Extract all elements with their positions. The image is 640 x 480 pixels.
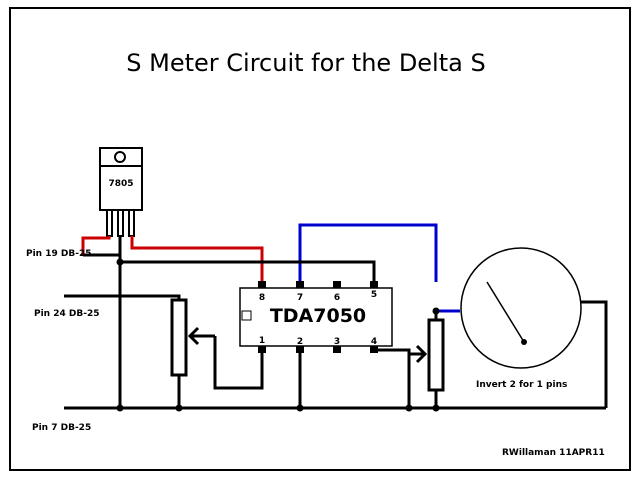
regulator-lead-in <box>106 209 113 237</box>
pot-right-body <box>427 318 445 392</box>
potentiometer-left <box>170 298 215 377</box>
junction-dot <box>432 307 440 315</box>
ic-pin <box>333 346 341 353</box>
ic-pin <box>370 346 378 353</box>
ic-pin <box>258 346 266 353</box>
wire-pin4-ground <box>374 348 411 408</box>
ic-pin-number: 2 <box>297 337 303 347</box>
junction-dot <box>405 404 413 412</box>
label-pin19: Pin 19 DB-25 <box>26 249 91 259</box>
meter-needle <box>486 281 525 343</box>
ic-pin <box>296 346 304 353</box>
ic-notch <box>241 310 252 321</box>
pot-right-arrow <box>415 344 428 364</box>
ic-pin-number: 4 <box>371 337 377 347</box>
diagram-border <box>9 7 631 471</box>
meter-pivot <box>521 339 527 345</box>
label-pin24: Pin 24 DB-25 <box>34 309 99 319</box>
pot-left-body <box>170 298 188 377</box>
label-pin7: Pin 7 DB-25 <box>32 423 91 433</box>
junction-dot <box>116 258 124 266</box>
red-wire-output <box>130 236 264 281</box>
junction-dot <box>116 404 124 412</box>
wire-meter-return <box>580 300 608 408</box>
ic-tda7050: TDA7050 8 7 6 5 1 2 3 4 <box>239 281 393 353</box>
red-wires <box>81 236 264 281</box>
label-credit: RWillaman 11APR11 <box>502 448 605 458</box>
diagram-title: S Meter Circuit for the Delta S <box>126 49 485 77</box>
wire-bus-pin5 <box>120 260 376 282</box>
ic-pin <box>333 281 341 288</box>
ic-pin <box>258 281 266 288</box>
meter-dial <box>460 247 582 369</box>
black-wires <box>64 236 608 410</box>
label-meter-note: Invert 2 for 1 pins <box>476 380 567 390</box>
wire-wiper-pin1 <box>213 336 264 390</box>
ic-body <box>239 287 393 347</box>
s-meter <box>460 247 582 369</box>
red-wire-input <box>81 236 111 255</box>
ic-pin-number: 3 <box>334 337 340 347</box>
regulator-lead-gnd <box>117 209 124 237</box>
blue-wire-pin7 <box>298 223 438 282</box>
pot-left-arrow <box>187 326 200 346</box>
ic-pin <box>296 281 304 288</box>
junction-dot <box>296 404 304 412</box>
ic-pin-number: 5 <box>371 290 377 300</box>
ic-pin <box>370 281 378 288</box>
ic-pin-number: 7 <box>297 293 303 303</box>
junction-dot <box>432 404 440 412</box>
junction-dots <box>116 258 440 412</box>
junction-dot <box>175 404 183 412</box>
regulator-label: 7805 <box>108 179 133 189</box>
ic-pin-number: 8 <box>259 293 265 303</box>
potentiometer-right <box>409 318 445 392</box>
regulator-mount-hole <box>114 151 126 163</box>
ic-label: TDA7050 <box>270 305 366 327</box>
regulator-lead-out <box>128 209 135 237</box>
voltage-regulator: 7805 <box>99 147 143 237</box>
ic-pin-number: 1 <box>259 336 265 346</box>
ic-pin-number: 6 <box>334 293 340 303</box>
